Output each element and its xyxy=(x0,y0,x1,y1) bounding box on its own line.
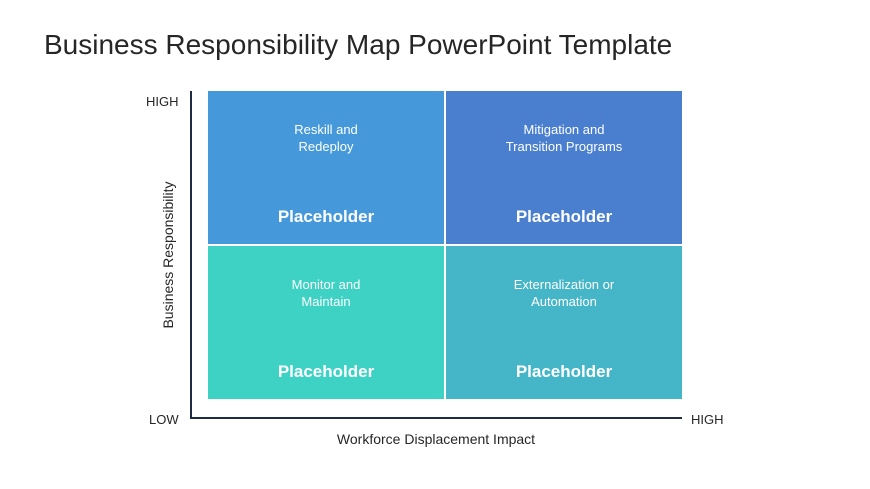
quadrant-label: Redeploy xyxy=(298,139,354,154)
quadrant-placeholder: Placeholder xyxy=(515,207,613,226)
quadrant-label: Maintain xyxy=(301,294,351,309)
y-axis-title: Business Responsibility xyxy=(160,181,176,329)
quadrant-label: Reskill and xyxy=(294,122,358,137)
quadrant-label: Transition Programs xyxy=(505,139,623,154)
y-axis-line xyxy=(190,91,192,419)
quadrant-bottom-right: Externalization or Automation Placeholder xyxy=(446,246,682,399)
quadrant-placeholder: Placeholder xyxy=(277,362,375,381)
quadrant-label: Mitigation and xyxy=(523,122,605,137)
x-high-label: HIGH xyxy=(691,412,724,427)
slide-title: Business Responsibility Map PowerPoint T… xyxy=(44,29,673,60)
low-label: LOW xyxy=(149,412,179,427)
quadrant-label: Externalization or xyxy=(513,277,615,292)
y-high-label: HIGH xyxy=(146,94,179,109)
quadrant-label: Monitor and xyxy=(291,277,361,292)
x-axis-title: Workforce Displacement Impact xyxy=(336,431,536,447)
x-axis-line xyxy=(190,417,682,419)
quadrant-placeholder: Placeholder xyxy=(277,207,375,226)
quadrant-label: Automation xyxy=(531,294,597,309)
quadrant-placeholder: Placeholder xyxy=(515,362,613,381)
